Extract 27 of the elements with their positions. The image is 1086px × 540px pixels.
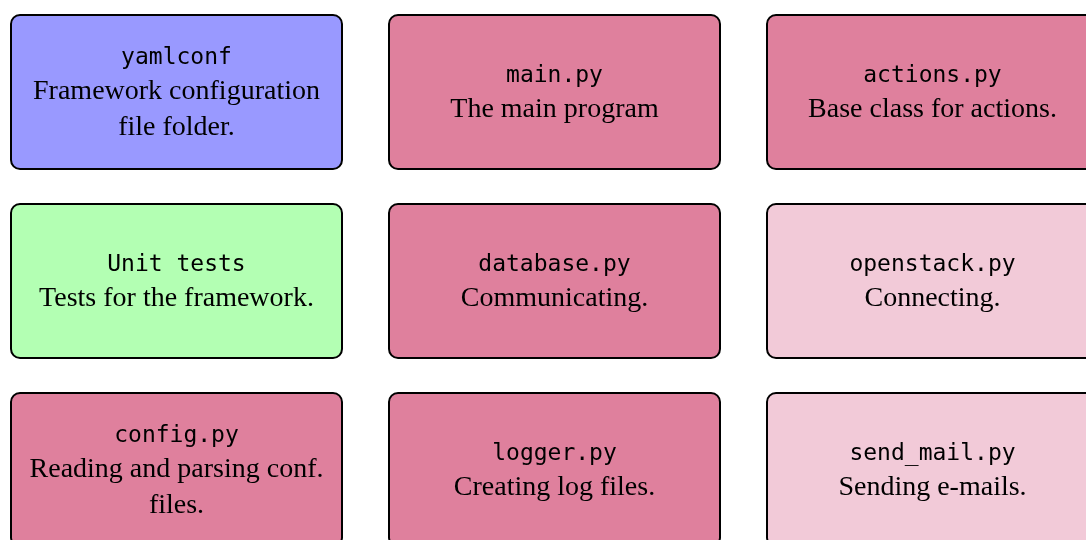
module-box (10, 203, 343, 359)
module-name: logger.py (492, 437, 617, 467)
module-box (388, 14, 721, 170)
module-box (388, 203, 721, 359)
module-description: Communicating. (460, 279, 649, 314)
module-description: Base class for actions. (808, 90, 1057, 125)
module-description: Framework configuration file folder. (32, 72, 321, 144)
module-box (766, 392, 1086, 540)
module-box (766, 203, 1086, 359)
module-name: yamlconf (121, 41, 232, 71)
module-description: Reading and parsing conf. files. (28, 450, 325, 522)
module-name: send_mail.py (849, 437, 1016, 468)
module-description: Creating log files. (453, 468, 656, 503)
module-box (388, 392, 721, 540)
module-name: Unit tests (107, 248, 246, 278)
module-description: Tests for the framework. (39, 279, 314, 314)
module-name: openstack.py (849, 248, 1016, 278)
module-description: Sending e-mails. (838, 468, 1027, 503)
module-box (10, 392, 343, 540)
module-name: database.py (478, 248, 631, 278)
module-name: config.py (114, 419, 239, 449)
module-box (766, 14, 1086, 170)
module-description: The main program (450, 90, 659, 125)
module-name: main.py (506, 59, 603, 89)
module-description: Connecting. (864, 279, 1001, 314)
module-name: actions.py (863, 59, 1002, 89)
module-box (10, 14, 343, 170)
